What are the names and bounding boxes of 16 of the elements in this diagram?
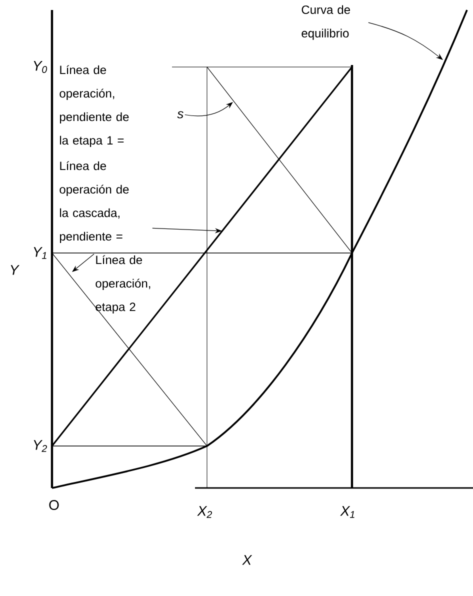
axis-label: X$_{1}$: [340, 506, 354, 518]
axis-label: Y$_{1}$: [34, 247, 46, 259]
annotation-text: s: [177, 111, 184, 118]
annotation-text: Línea de operación, etapa 2: [96, 255, 150, 314]
annotation-text: Curva de equilibrio: [302, 5, 350, 40]
leader-arrow: [72, 254, 94, 272]
axis-title: X: [242, 555, 252, 565]
axis-label: X$_{2}$: [197, 506, 212, 518]
leader-arrow: [184, 102, 233, 116]
axis-label: Y$_{2}$: [34, 440, 47, 452]
axis-label: O: [49, 500, 59, 510]
leader-arrow: [368, 22, 443, 60]
annotation-text: Línea de operación, pendiente de la etapa 1 =: [60, 65, 129, 148]
annotation-text: Línea de operación de la cascada, pendiente =: [60, 161, 129, 244]
axis-label: Y$_{0}$: [34, 61, 48, 73]
axis-title: Y: [10, 265, 20, 275]
